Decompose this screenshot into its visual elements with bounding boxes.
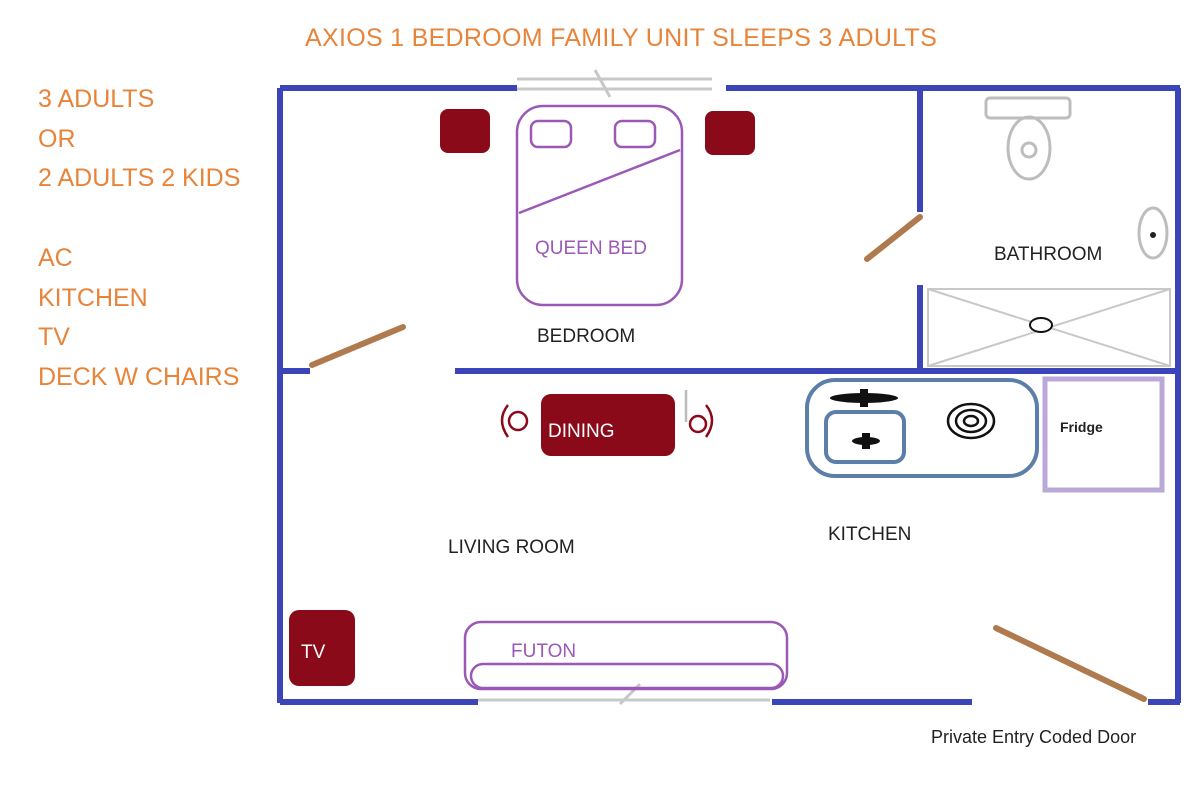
tv-unit	[289, 610, 355, 686]
kitchen-label: KITCHEN	[828, 524, 912, 545]
dining-table	[541, 394, 675, 456]
side-note-line: KITCHEN	[38, 284, 148, 312]
dining-chair-right	[684, 390, 714, 438]
kitchen-counter	[805, 378, 1039, 478]
futon-label: FUTON	[511, 641, 577, 662]
side-note-line: TV	[38, 323, 70, 351]
stove-burner-icon	[946, 402, 996, 440]
bathroom-label: BATHROOM	[994, 244, 1103, 265]
fridge-label: Fridge	[1060, 419, 1103, 435]
tv-label: TV	[301, 642, 326, 663]
bedroom-label: BEDROOM	[537, 326, 636, 347]
doors	[309, 214, 1147, 702]
queen-bed-label: QUEEN BED	[535, 238, 647, 259]
queen-bed	[515, 104, 684, 307]
side-note-line: OR	[38, 125, 76, 153]
sink	[1137, 206, 1169, 260]
shower	[927, 288, 1171, 367]
nightstand-right	[705, 111, 755, 155]
faucet-icon	[830, 389, 898, 449]
plan-title: AXIOS 1 BEDROOM FAMILY UNIT SLEEPS 3 ADU…	[305, 24, 938, 52]
nightstand-left	[440, 109, 490, 153]
futon	[463, 620, 789, 691]
top-window	[517, 69, 712, 98]
dining-chair-left	[500, 404, 529, 438]
side-note-line: 3 ADULTS	[38, 85, 155, 113]
side-note-line: DECK W CHAIRS	[38, 363, 240, 391]
fridge	[1042, 376, 1165, 493]
side-note-line: 2 ADULTS 2 KIDS	[38, 164, 241, 192]
dining-label: DINING	[548, 421, 615, 442]
footer-note: Private Entry Coded Door	[931, 727, 1137, 747]
walls	[277, 85, 1181, 705]
side-note-line: AC	[38, 244, 73, 272]
living-room-label: LIVING ROOM	[448, 537, 575, 558]
toilet	[984, 96, 1072, 181]
